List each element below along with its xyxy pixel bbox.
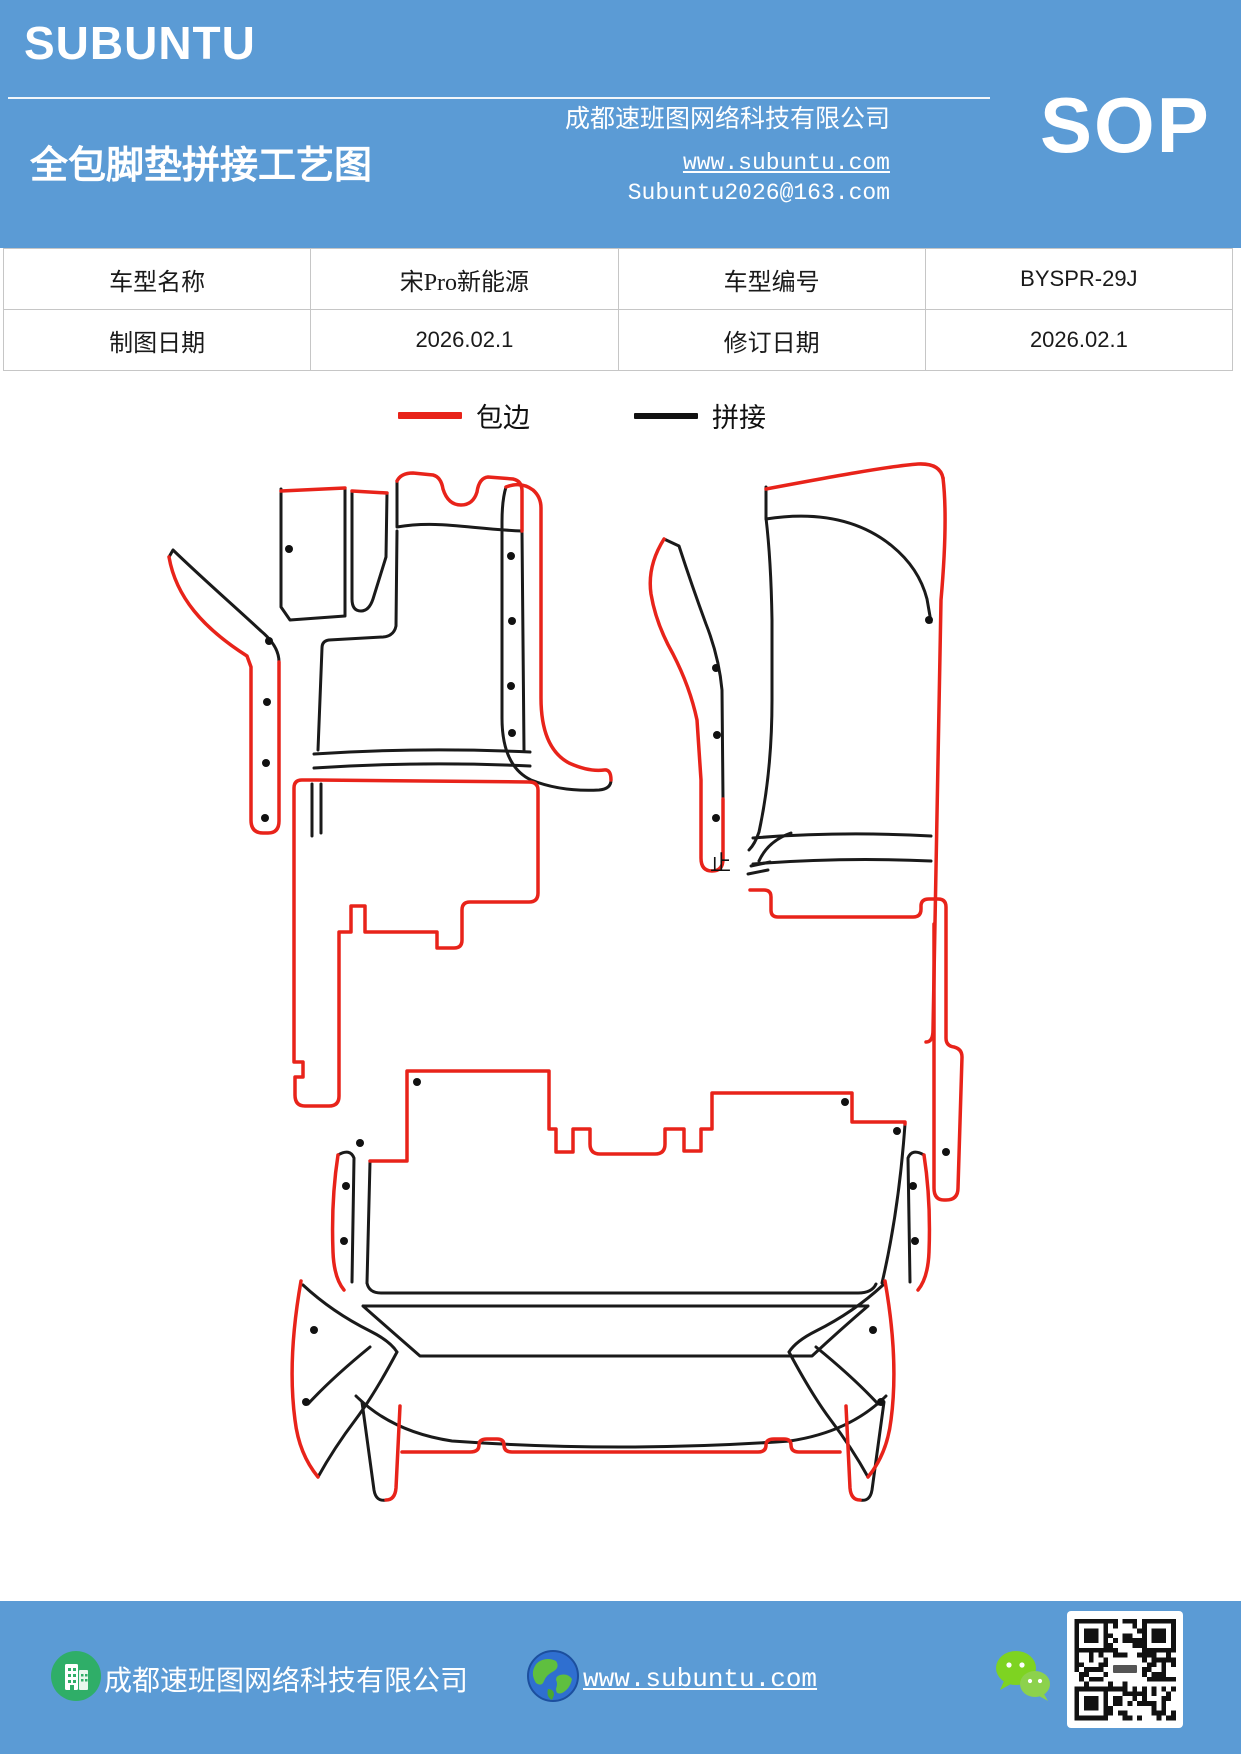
binding-line-swatch bbox=[398, 412, 462, 419]
model-name-value: 宋Pro新能源 bbox=[310, 248, 619, 310]
qr-code-modules bbox=[1074, 1618, 1176, 1721]
brand-logo: SUBUNTU bbox=[24, 17, 256, 69]
model-code-value: BYSPR-29J bbox=[924, 248, 1234, 310]
fastener-dots bbox=[261, 545, 950, 1406]
seam-line-swatch bbox=[634, 412, 698, 419]
model-code-label: 车型编号 bbox=[617, 248, 926, 310]
footer-website-link[interactable]: www.subuntu.com bbox=[583, 1664, 818, 1694]
binding-lines bbox=[167, 462, 964, 1502]
table-row: 车型名称 宋Pro新能源 车型编号 BYSPR-29J bbox=[2, 248, 1234, 310]
model-name-label: 车型名称 bbox=[2, 248, 312, 310]
legend: 包边 拼接 bbox=[398, 396, 856, 435]
draw-date-value: 2026.02.1 bbox=[310, 309, 619, 371]
header-email: Subuntu2026@163.com bbox=[627, 180, 890, 206]
revise-date-label: 修订日期 bbox=[617, 309, 926, 371]
qr-code bbox=[1067, 1611, 1183, 1728]
sop-badge: SOP bbox=[1040, 81, 1211, 169]
revise-date-value: 2026.02.1 bbox=[924, 309, 1234, 371]
footer-company-name: 成都速班图网络科技有限公司 bbox=[104, 1666, 469, 1697]
draw-date-label: 制图日期 bbox=[2, 309, 312, 371]
header-website-link[interactable]: www.subuntu.com bbox=[682, 150, 890, 176]
header-divider bbox=[8, 97, 990, 99]
seam-lines bbox=[167, 479, 933, 1502]
header-band bbox=[0, 0, 1241, 248]
legend-label-binding: 包边 bbox=[476, 403, 530, 433]
header-company-name: 成都速班图网络科技有限公司 bbox=[564, 106, 890, 133]
legend-label-seam: 拼接 bbox=[712, 403, 766, 433]
spec-table: 车型名称 宋Pro新能源 车型编号 BYSPR-29J 制图日期 2026.02… bbox=[2, 248, 1234, 371]
page-title: 全包脚垫拼接工艺图 bbox=[30, 145, 373, 187]
stop-annotation: 止 bbox=[710, 851, 731, 875]
table-row: 制图日期 2026.02.1 修订日期 2026.02.1 bbox=[2, 309, 1234, 371]
